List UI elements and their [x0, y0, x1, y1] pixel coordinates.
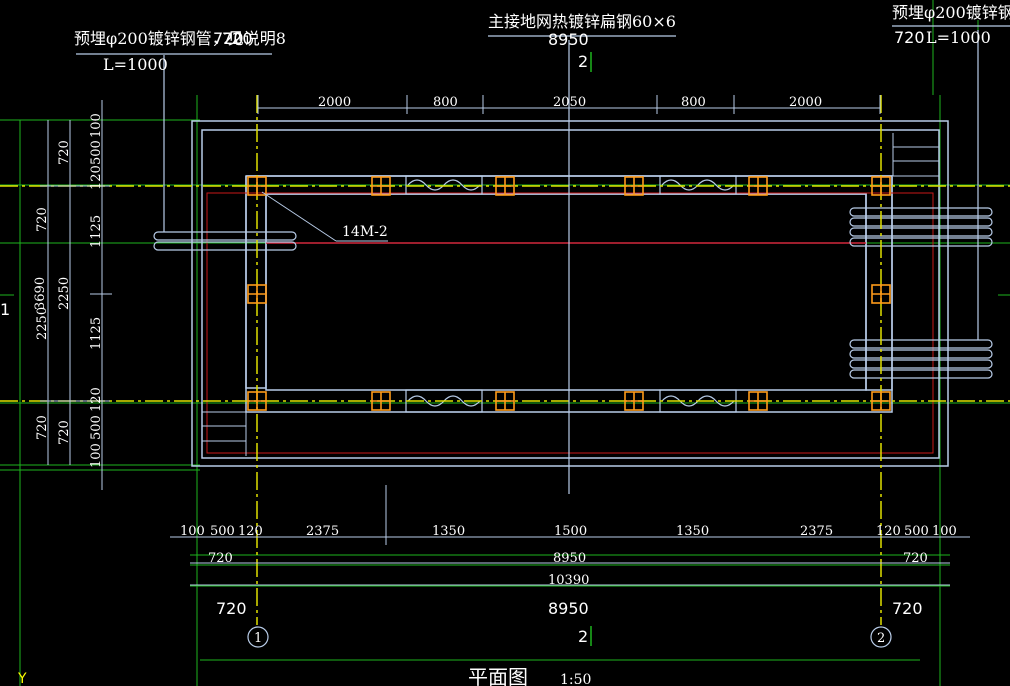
bottom-row1-label: 120	[876, 524, 901, 539]
stairs-bottom-left	[202, 411, 247, 456]
bottom-row4-center: 8950	[548, 599, 589, 618]
top-axis-tag: 2	[578, 52, 588, 71]
left-inner-label: 500	[89, 415, 104, 440]
bottom-row1-label: 120	[238, 524, 263, 539]
bottom-row1-label: 100	[932, 524, 957, 539]
left-outer-2: 2250	[35, 307, 50, 340]
bottom-row1-label: 1350	[432, 524, 465, 539]
top-seg-3: 2050	[553, 95, 586, 110]
bottom-row1-label: 2375	[800, 524, 833, 539]
bottom-row2-left: 720	[208, 551, 233, 566]
top-seg-5: 2000	[789, 95, 822, 110]
stairs-top-right	[892, 133, 939, 177]
bottom-row4-right: 720	[892, 599, 923, 618]
top-seg-2: 800	[433, 95, 458, 110]
left-inner-label: 500	[89, 140, 104, 165]
pit-walls	[191, 120, 949, 467]
bottom-axis-tag: 2	[578, 627, 588, 646]
anchor-leader	[261, 191, 388, 242]
pipe-note-right: 预埋φ200镀锌钢管	[892, 3, 1010, 22]
drawing-scale: 1:50	[560, 672, 591, 686]
left-inner-label: 100	[89, 443, 104, 468]
anchor-boxes	[247, 176, 891, 411]
axis-bubble-1[interactable]	[247, 626, 269, 648]
axis-bubble-2-label: 2	[877, 631, 885, 646]
bottom-row1-label: 1500	[554, 524, 587, 539]
pipe-note-left: 预埋φ200镀锌钢管，见说明8	[74, 29, 286, 48]
bottom-row1-label: 500	[904, 524, 929, 539]
bottom-row3-total: 10390	[548, 573, 589, 588]
left-mid-3: 2250	[57, 277, 72, 310]
bottom-row1-label: 100	[180, 524, 205, 539]
bottom-row1-label: 1350	[676, 524, 709, 539]
ucs-y-axis-label: Y	[17, 671, 27, 686]
top-dim-center: 8950	[548, 30, 589, 49]
top-dim-right: 720	[894, 28, 925, 47]
left-inner-label: 120	[89, 387, 104, 412]
pipe-note-right-length: L=1000	[926, 28, 991, 47]
left-mid-1: 720	[57, 140, 72, 165]
top-dim-chain	[257, 95, 881, 114]
left-outer-1: 720	[35, 207, 50, 232]
bottom-row2-center: 8950	[553, 551, 586, 566]
row-marker: 1	[0, 300, 10, 319]
left-inner-label: 120	[89, 165, 104, 190]
top-seg-4: 800	[681, 95, 706, 110]
bottom-row2-right: 720	[903, 551, 928, 566]
top-dim-left-a: 720	[213, 29, 244, 48]
top-dim-left-b: 720	[222, 29, 253, 48]
pipe-note-left-length: L=1000	[103, 55, 168, 74]
left-mid-2: 3690	[33, 277, 48, 310]
axis-bubble-2[interactable]	[870, 626, 892, 648]
bottom-row1-label: 500	[210, 524, 235, 539]
inner-boundary	[206, 192, 934, 454]
left-inner-label: 100	[89, 113, 104, 138]
left-mid-4: 720	[57, 420, 72, 445]
embedded-pipes	[153, 30, 993, 379]
left-inner-label: 1125	[89, 317, 104, 350]
bottom-dim-lines	[170, 485, 970, 586]
axis-bubble-1-label: 1	[254, 631, 262, 646]
left-inner-label: 1125	[89, 215, 104, 248]
bottom-row1-label: 2375	[306, 524, 339, 539]
anchor-label: 14M-2	[342, 224, 388, 240]
drawing-title: 平面图	[468, 665, 528, 686]
expansion-joints	[405, 175, 737, 413]
left-outer-3: 720	[35, 415, 50, 440]
bottom-row4-left: 720	[216, 599, 247, 618]
ground-steel-note: 主接地网热镀锌扁钢60×6	[488, 12, 676, 31]
left-dim-lines	[40, 100, 112, 490]
top-seg-1: 2000	[318, 95, 351, 110]
